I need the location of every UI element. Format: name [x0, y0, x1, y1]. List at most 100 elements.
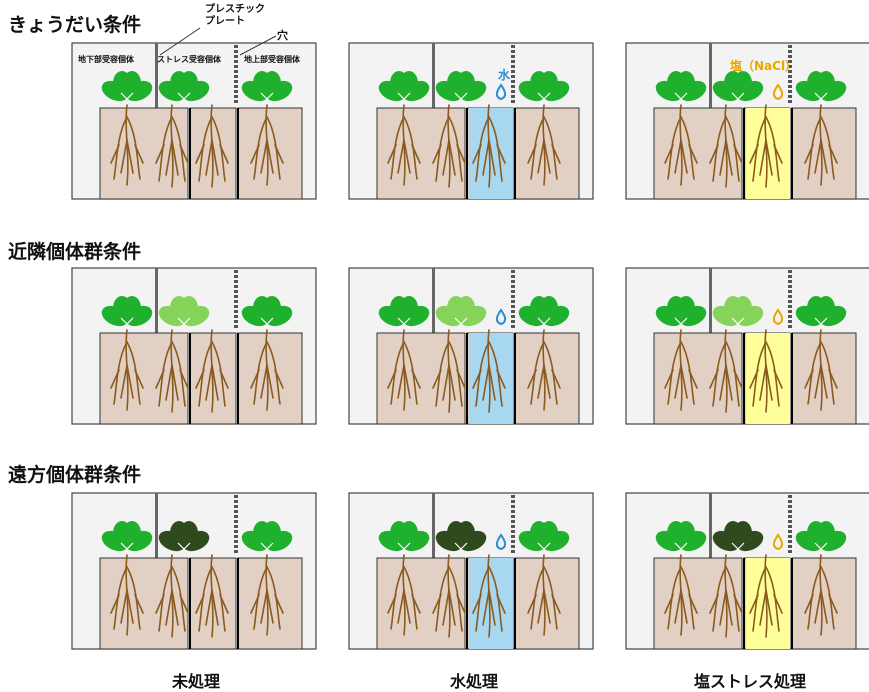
pot-label-stress: ストレス受容個体: [157, 54, 222, 64]
water-drop-icon: [495, 308, 507, 326]
roots-center-b: [472, 104, 506, 188]
plant-right: [518, 71, 570, 102]
plastic-plate: [155, 268, 158, 336]
roots-left: [387, 104, 421, 186]
pot-label-below-ground: 地下部受容個体: [78, 54, 135, 64]
panel-r1-c1: [71, 42, 317, 200]
roots-left: [387, 554, 421, 636]
roots-center-a: [709, 329, 743, 413]
plant-left: [101, 521, 153, 552]
salt-drop-icon: [772, 308, 784, 326]
roots-right: [250, 329, 284, 411]
plant-center: [158, 296, 210, 327]
roots-right: [527, 554, 561, 636]
roots-center-a: [155, 329, 189, 413]
panel-r2-c2: [348, 267, 594, 425]
pot-label-above-ground: 地上部受容個体: [244, 54, 301, 64]
panel-r2-c1: [71, 267, 317, 425]
plant-right: [241, 521, 293, 552]
salt-drop-icon: [772, 83, 784, 101]
roots-right: [250, 554, 284, 636]
hole-marker: [511, 495, 515, 553]
panel-r1-c2: [348, 42, 594, 200]
plastic-plate: [709, 43, 712, 111]
hole-pointer: [239, 35, 277, 56]
plant-center: [712, 521, 764, 552]
roots-center-a: [432, 329, 466, 413]
roots-right: [250, 104, 284, 186]
plant-left: [378, 296, 430, 327]
column-label-untreated: 未処理: [171, 672, 220, 691]
hole-marker: [234, 270, 238, 328]
roots-center-a: [432, 104, 466, 188]
plastic-plate: [432, 43, 435, 111]
water-label: 水: [498, 67, 511, 82]
row-title-sibling: きょうだい条件: [8, 14, 142, 36]
water-drop-icon: [495, 83, 507, 101]
hole-marker: [511, 45, 515, 103]
roots-left: [110, 104, 144, 186]
plant-left: [101, 71, 153, 102]
plant-left: [101, 296, 153, 327]
roots-center-a: [155, 104, 189, 188]
row-title-distant: 遠方個体群条件: [8, 464, 142, 486]
hole-marker: [788, 45, 792, 103]
roots-left: [664, 329, 698, 411]
hole-marker: [511, 270, 515, 328]
plant-right: [518, 521, 570, 552]
roots-left: [664, 554, 698, 636]
hole-marker: [234, 495, 238, 553]
plastic-plate-label: プレスチック プレート: [205, 4, 265, 27]
plant-center: [712, 296, 764, 327]
roots-center-a: [432, 554, 466, 638]
salt-label: 塩（NaCl）: [730, 58, 797, 73]
roots-center-b: [195, 554, 229, 638]
row-title-neighbor: 近隣個体群条件: [8, 241, 142, 263]
salt-drop-icon: [772, 533, 784, 551]
plant-right: [795, 71, 847, 102]
column-label-salt: 塩ストレス処理: [693, 672, 806, 691]
column-label-water: 水処理: [449, 672, 498, 691]
plant-center: [158, 71, 210, 102]
roots-right: [527, 329, 561, 411]
roots-center-a: [155, 554, 189, 638]
roots-center-a: [709, 554, 743, 638]
roots-left: [664, 104, 698, 186]
roots-center-b: [195, 104, 229, 188]
hole-marker: [788, 270, 792, 328]
roots-center-b: [472, 329, 506, 413]
plant-center: [435, 521, 487, 552]
roots-right: [804, 104, 838, 186]
roots-right: [804, 554, 838, 636]
hole-marker: [234, 45, 238, 103]
plant-center: [435, 71, 487, 102]
roots-center-b: [749, 329, 783, 413]
plant-right: [241, 296, 293, 327]
panel-r3-c3: [625, 492, 869, 650]
roots-center-b: [749, 554, 783, 638]
water-drop-icon: [495, 533, 507, 551]
plant-left: [378, 71, 430, 102]
roots-right: [527, 104, 561, 186]
plastic-plate: [155, 43, 158, 111]
panel-r2-c3: [625, 267, 869, 425]
plate-pointer: [159, 27, 201, 56]
roots-center-b: [195, 329, 229, 413]
plant-left: [378, 521, 430, 552]
roots-center-b: [472, 554, 506, 638]
plant-left: [655, 71, 707, 102]
plant-right: [795, 296, 847, 327]
plant-center: [158, 521, 210, 552]
hole-label: 穴: [277, 29, 288, 42]
roots-center-b: [749, 104, 783, 188]
plant-center: [712, 71, 764, 102]
plastic-plate: [709, 268, 712, 336]
plant-right: [241, 71, 293, 102]
roots-right: [804, 329, 838, 411]
plant-right: [518, 296, 570, 327]
plant-center: [435, 296, 487, 327]
plastic-plate: [432, 268, 435, 336]
hole-marker: [788, 495, 792, 553]
panel-r1-c3: [625, 42, 869, 200]
